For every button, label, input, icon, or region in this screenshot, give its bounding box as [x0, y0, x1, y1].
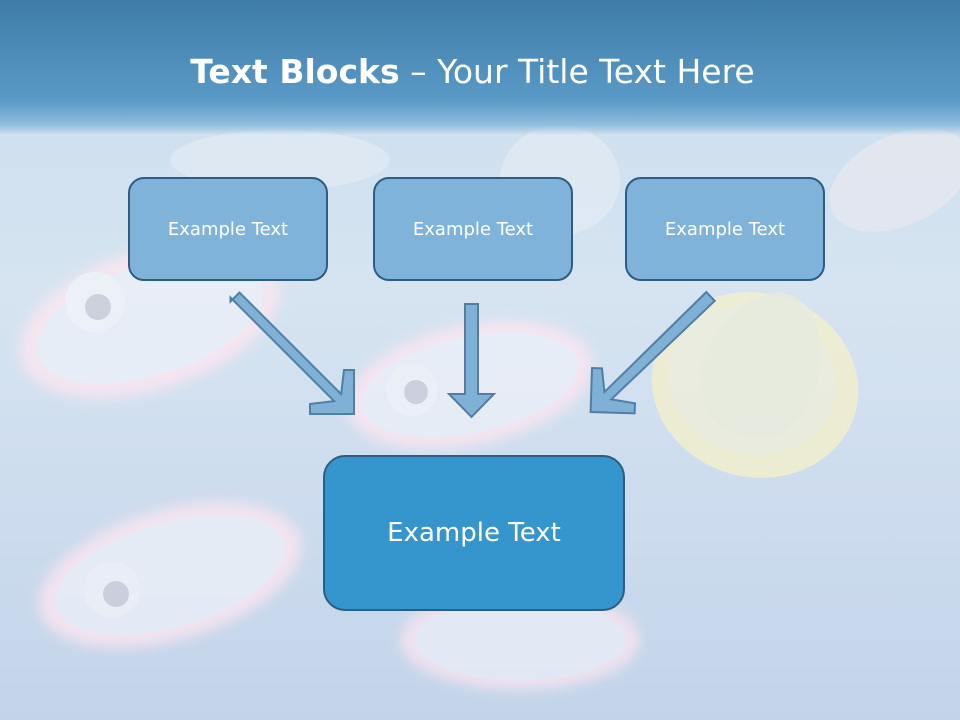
arrow-left	[229, 291, 355, 415]
text-box-2[interactable]: Example Text	[373, 177, 573, 281]
condom-image	[651, 292, 859, 478]
arrow-right	[589, 290, 717, 415]
center-text-box[interactable]: Example Text	[323, 455, 625, 611]
baby-bundle-image	[38, 502, 302, 648]
baby-bundle-image	[400, 590, 640, 690]
slide-title: Text Blocks – Your Title Text Here	[0, 52, 945, 91]
title-bold-text: Text Blocks	[190, 52, 400, 91]
text-box-3[interactable]: Example Text	[625, 177, 825, 281]
title-rest-text: – Your Title Text Here	[399, 52, 755, 91]
text-box-1[interactable]: Example Text	[128, 177, 328, 281]
fingertip-image	[829, 128, 960, 232]
arrow-center	[446, 303, 497, 419]
title-bar	[0, 0, 960, 135]
